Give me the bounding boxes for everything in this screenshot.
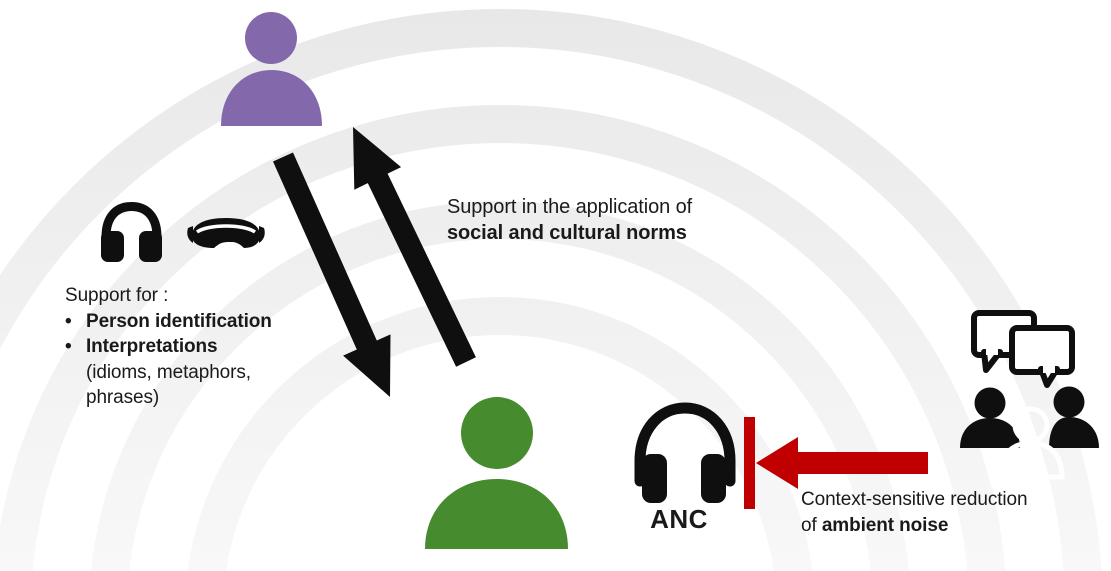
support-for-title: Support for : [65, 285, 169, 306]
anc-headphones-icon [634, 402, 736, 503]
assisted-person-icon [221, 12, 322, 126]
sound-wave-ring [0, 9, 1102, 571]
support-bullet-label: Interpretations [86, 336, 218, 357]
bullet-icon: • [65, 336, 72, 357]
group-of-people-icon [960, 386, 1099, 480]
dialog-arrow-down-icon [273, 152, 391, 397]
support-bullet-label: Person identification [86, 310, 272, 332]
support-bullet-item: • Interpretations [65, 334, 272, 360]
noise-barrier-bar [744, 417, 755, 509]
dialog-arrow-up-icon [353, 127, 476, 367]
norms-note-line2: social and cultural norms [447, 222, 687, 244]
speech-bubbles-icon [971, 310, 1075, 388]
noise-note-line2-bold: ambient noise [821, 514, 949, 536]
headphones-icon [101, 201, 162, 262]
sound-wave-ring [0, 105, 1006, 571]
norms-note: Support in the application of social and… [447, 194, 692, 246]
noise-arrow-icon [756, 437, 928, 489]
noise-note: Context-sensitive reduction of ambient n… [801, 487, 1028, 539]
sound-wave-ring [187, 297, 813, 571]
bullet-icon: • [65, 310, 72, 332]
sound-wave-ring [91, 201, 909, 571]
support-continuation-line: (idioms, metaphors, [86, 361, 251, 383]
noise-note-line1: Context-sensitive reduction [801, 489, 1028, 510]
noise-note-line2: of ambient noise [801, 513, 1027, 539]
support-bullet-item: • Person identification [65, 309, 272, 335]
support-continuation-line: phrases) [86, 387, 160, 408]
norms-note-line1: Support in the application of [447, 196, 693, 218]
conversation-partner-icon [425, 397, 568, 549]
anc-label: ANC [650, 504, 708, 534]
support-for-note: Support for : • Person identification • … [65, 283, 272, 411]
noise-note-line2-regular: of [801, 514, 817, 536]
ar-glasses-icon [187, 218, 265, 248]
